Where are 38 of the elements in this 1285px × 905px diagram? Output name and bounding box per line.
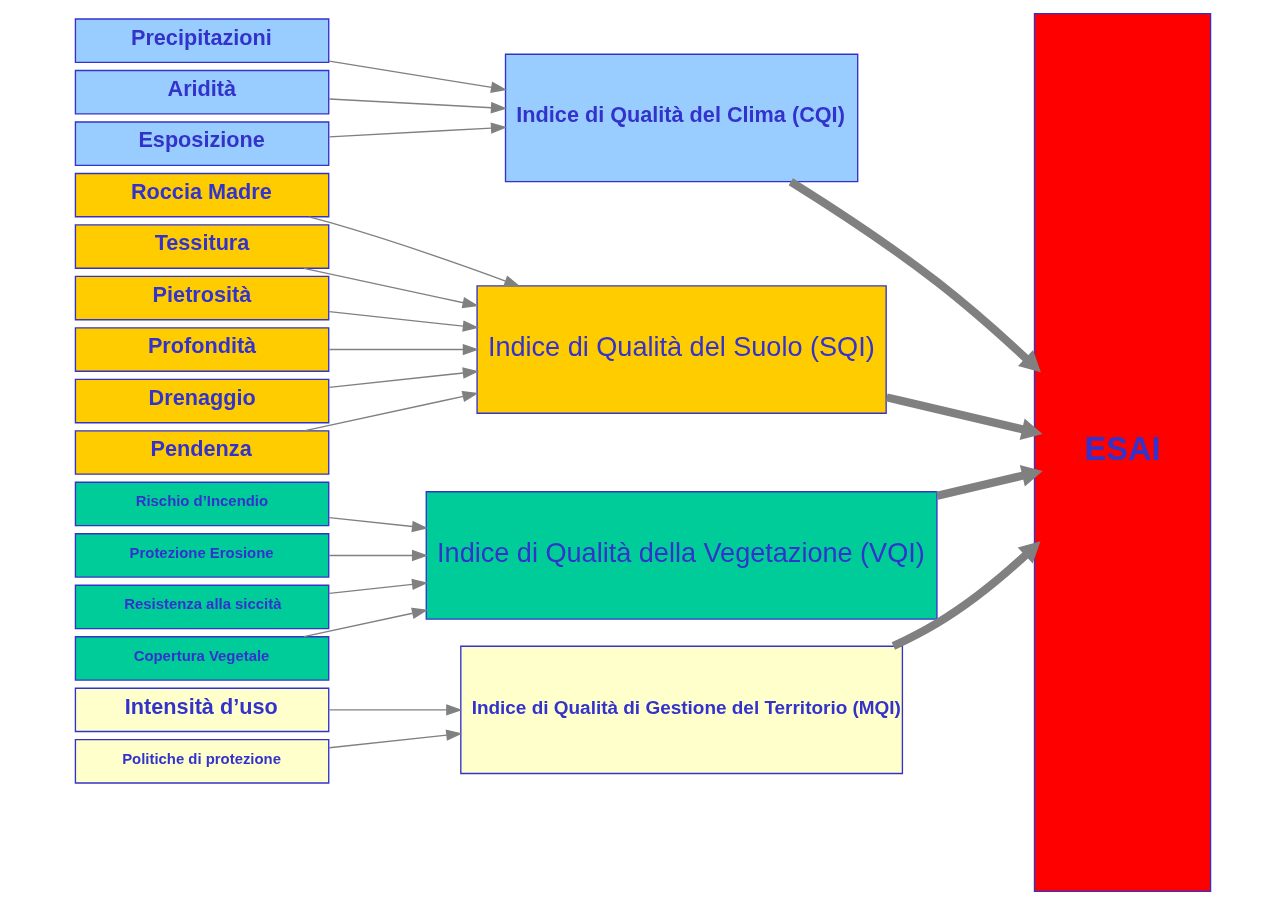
arrow [328,704,462,716]
node-box: ESAI [1033,12,1211,893]
arrow [328,729,462,749]
arrow [328,311,479,332]
arrow [328,98,507,114]
arrow [307,216,520,287]
node-box: Aridità [74,69,329,115]
arrow [328,516,428,533]
arrow [935,465,1043,500]
arrow [885,393,1042,440]
node-box: Tessitura [74,224,329,269]
arrow [328,578,428,594]
node-box: Indice di Qualità della Vegetazione (VQI) [425,491,938,620]
node-box: Politiche di protezione [74,739,329,784]
arrow [328,122,507,138]
arrow [891,541,1040,650]
node-box: Indice di Qualità di Gestione del Territorio (MQI) [459,645,903,775]
arrow [302,267,479,309]
node-box: Roccia Madre [74,172,329,218]
arrow [328,343,479,356]
node-box: Profondità [74,327,329,372]
node-box: Pietrosità [74,275,329,321]
arrow [302,390,479,432]
node-box: Indice di Qualità del Clima (CQI) [504,53,858,183]
node-box: Pendenza [74,430,329,475]
node-box: Resistenza alla siccità [74,584,329,630]
arrow [328,60,507,93]
node-box: Protezione Erosione [74,533,329,578]
node-box: Copertura Vegetale [74,636,329,681]
node-box: Drenaggio [74,378,329,424]
node-box: Esposizione [74,121,329,166]
arrow [788,178,1041,373]
node-box: Rischio d’Incendio [74,481,329,527]
arrow [328,549,428,562]
node-box: Intensità d’uso [74,687,329,733]
node-box: Indice di Qualità del Suolo (SQI) [475,285,887,414]
arrow [328,367,479,389]
node-box: Precipitazioni [74,18,329,64]
